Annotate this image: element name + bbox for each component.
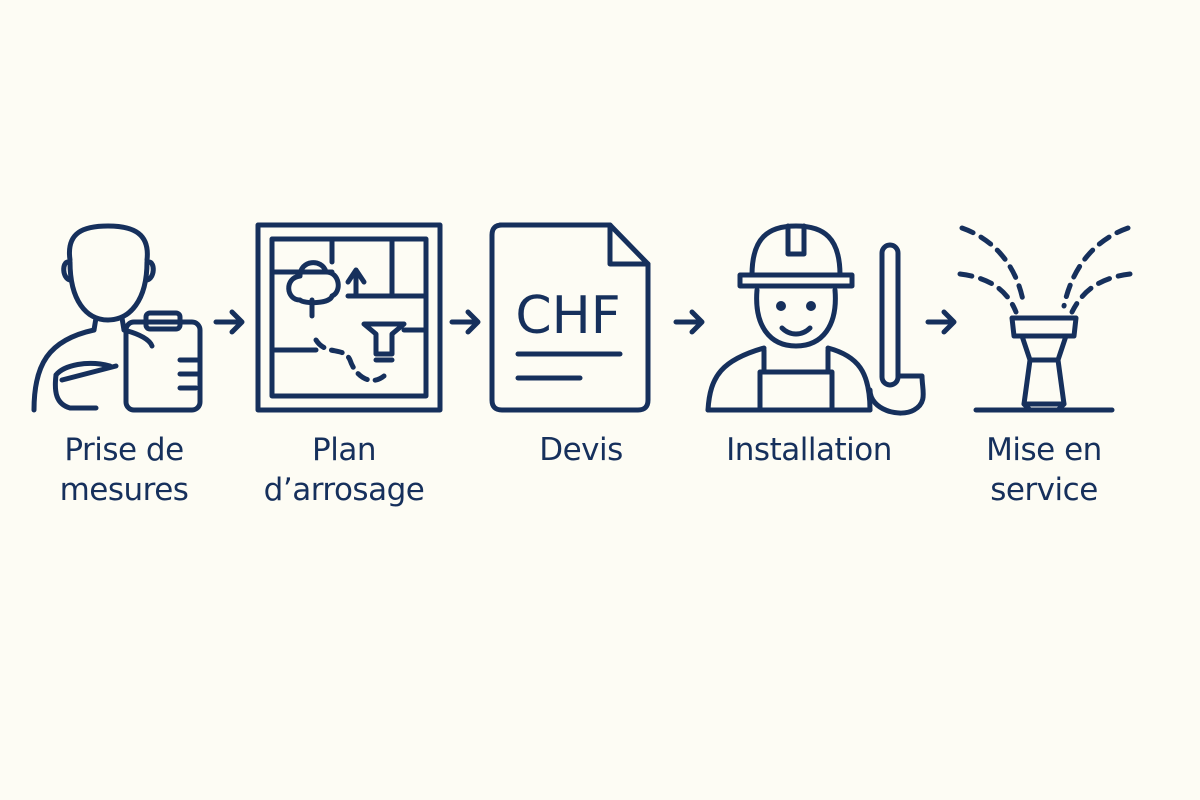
label-line: Plan	[312, 432, 376, 468]
person-clipboard-icon	[31, 223, 203, 413]
label-line: Prise de	[64, 432, 184, 468]
step-label-mise-en-service: Mise en service	[934, 430, 1154, 510]
label-line: Installation	[726, 432, 892, 468]
step-label-installation: Installation	[699, 430, 919, 470]
label-line: service	[990, 472, 1098, 508]
step-label-prise-de-mesures: Prise de mesures	[14, 430, 234, 510]
label-line: Mise en	[986, 432, 1102, 468]
garden-plan-icon	[255, 222, 443, 413]
arrow-right-icon	[673, 309, 705, 335]
sprinkler-icon	[957, 225, 1133, 413]
label-line: Devis	[539, 432, 623, 468]
step-label-devis: Devis	[471, 430, 691, 470]
arrow-right-icon	[925, 309, 957, 335]
quote-document-icon: CHF	[489, 222, 651, 413]
arrow-right-icon	[213, 309, 245, 335]
label-line: mesures	[59, 472, 189, 508]
document-currency-text: CHF	[515, 286, 620, 346]
arrow-right-icon	[449, 309, 481, 335]
label-line: d’arrosage	[263, 472, 425, 508]
worker-with-pipe-icon	[705, 223, 926, 416]
step-label-plan-arrosage: Plan d’arrosage	[234, 430, 454, 510]
